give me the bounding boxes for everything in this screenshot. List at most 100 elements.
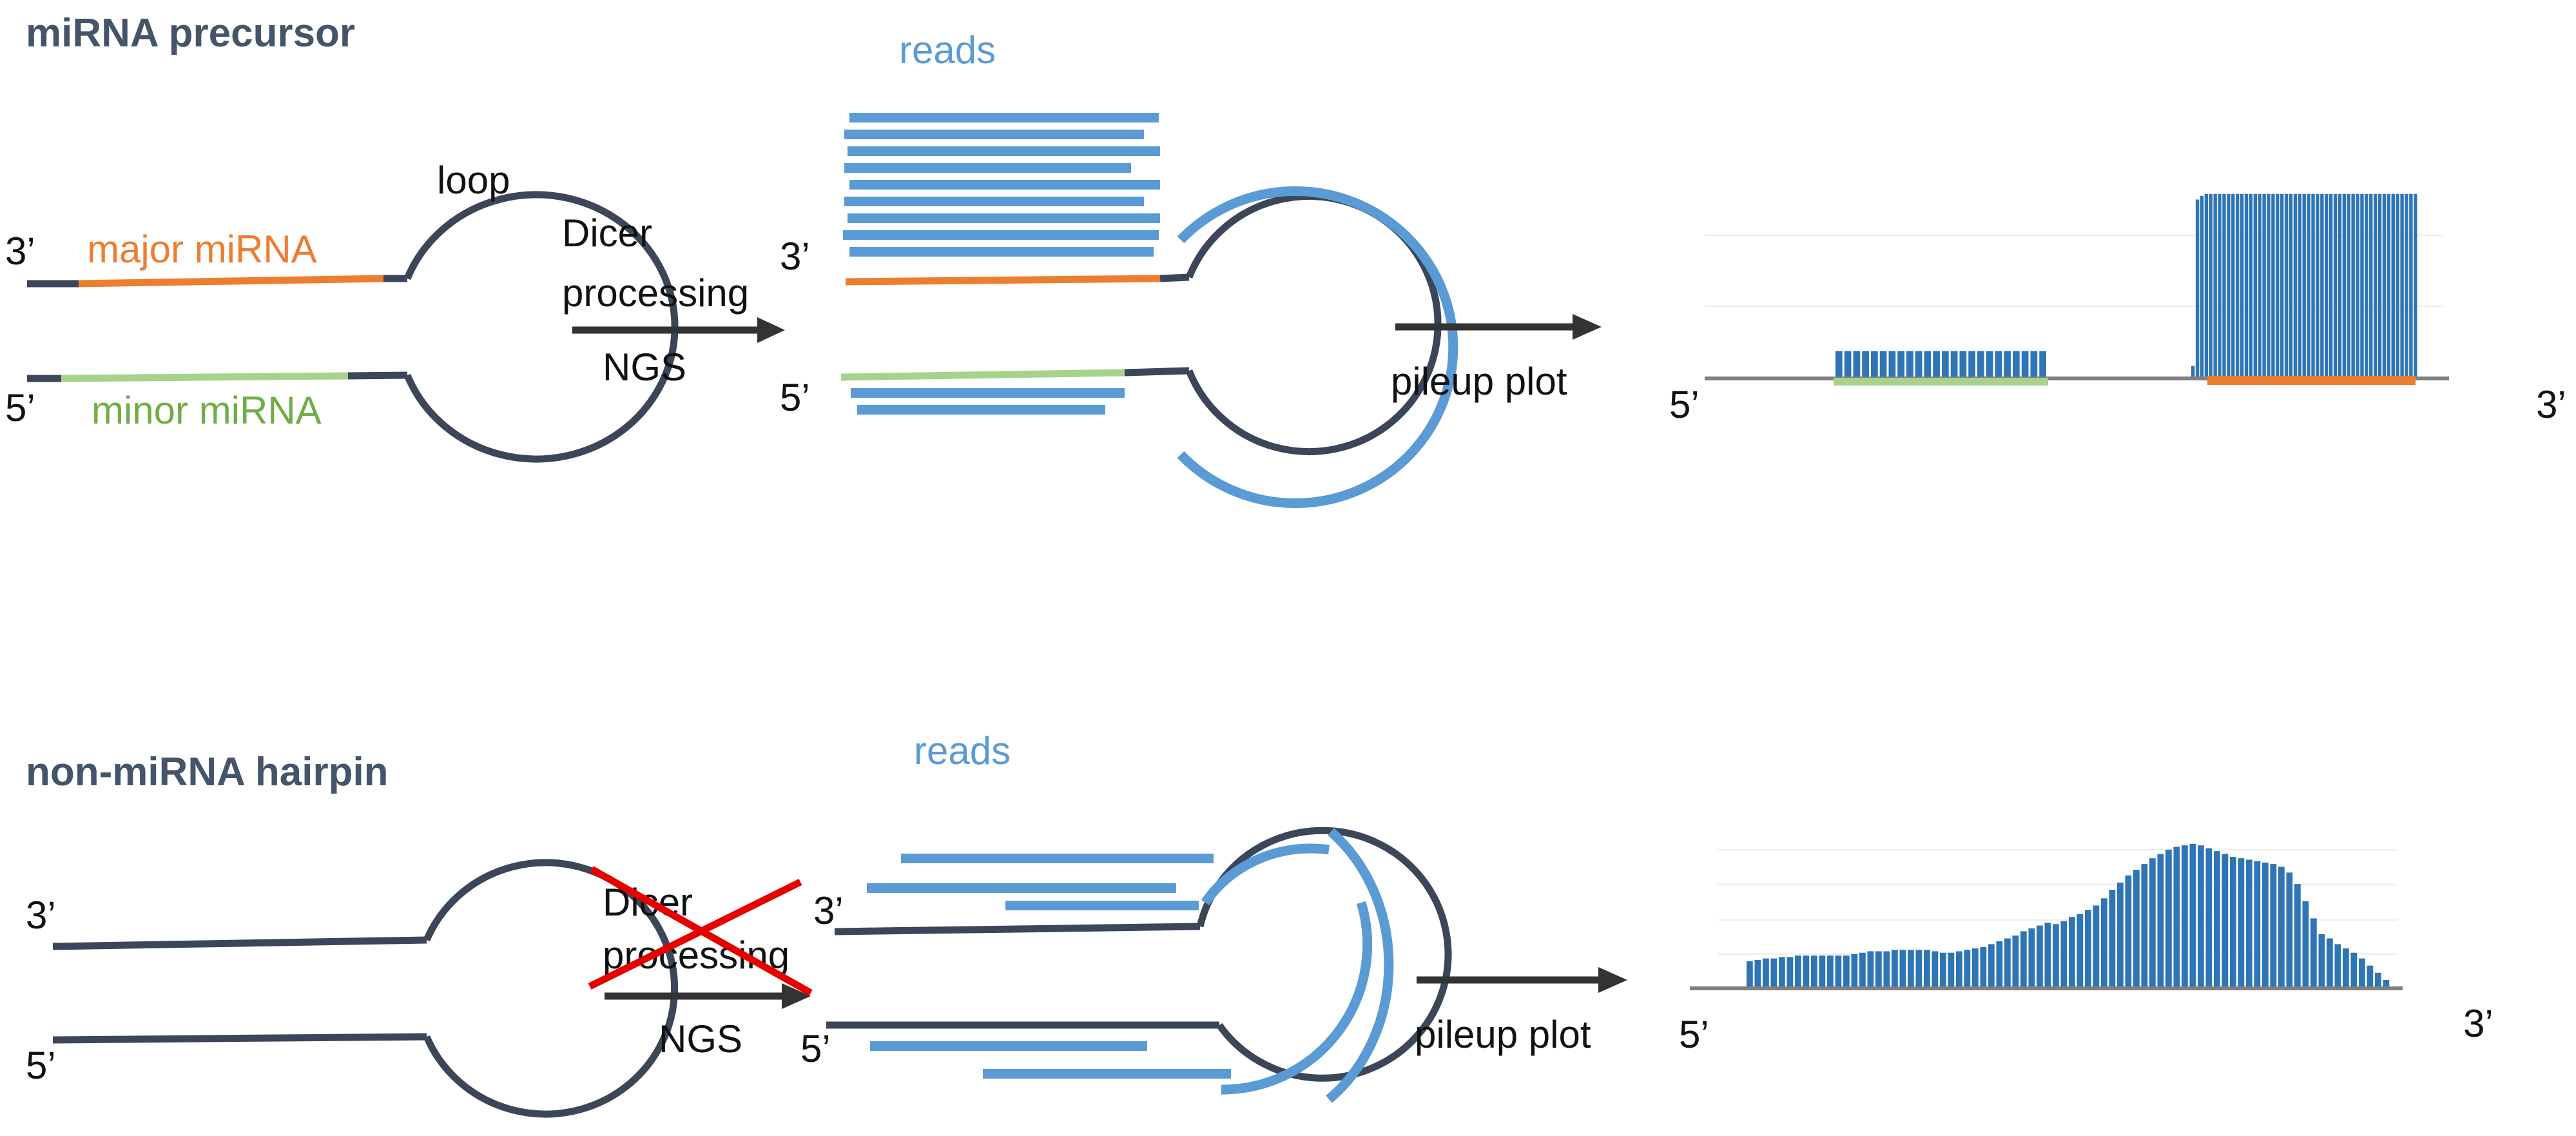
bottom-pileup-bar: [2117, 882, 2124, 987]
bottom-pileup-bar: [1964, 950, 1971, 987]
bottom-pileup-3prime-label: 3’: [2463, 1002, 2494, 1045]
top-pileup-major-bar: [2253, 193, 2258, 377]
read: [844, 130, 1144, 139]
top-minor-mirna-label: minor miRNA: [92, 389, 322, 432]
bottom-pileup-bar: [1972, 948, 1979, 987]
bottom-pileup-bar: [2375, 972, 2381, 987]
top-pileup-major-bar: [2209, 193, 2213, 377]
bottom-pileup-bar: [2222, 854, 2229, 987]
top-upper-reads: [843, 113, 1160, 257]
bottom-pileup-bar: [2077, 914, 2084, 987]
top-pileup-major-bar: [2262, 193, 2266, 377]
bottom-pileup-bar: [1779, 957, 1785, 987]
bottom-pileup-bar: [1875, 951, 1882, 987]
top-pileup-minor-bar: [1995, 351, 2002, 377]
bottom-pileup-bar: [1835, 955, 1842, 987]
read: [844, 197, 1144, 206]
top-pileup-minor-bar: [1959, 351, 1967, 377]
bottom-pileup-bar: [2286, 872, 2293, 987]
top-pileup-plot: [1705, 193, 2449, 386]
bottom-strand-3prime: [52, 936, 427, 950]
top-pileup-minor-bar: [1968, 351, 1975, 377]
read: [847, 146, 1160, 156]
bottom-pileup-bar: [2173, 847, 2180, 987]
top-reads-strand-bottom: [1124, 367, 1190, 377]
bottom-pileup-bar: [1883, 951, 1890, 987]
top-pileup-major-bar: [2200, 195, 2204, 377]
top-pileup-major-bar: [2244, 193, 2249, 377]
bottom-pileup-bar: [1763, 958, 1769, 987]
top-pileup-major-bar: [2391, 193, 2395, 377]
bottom-pileup-bar: [2246, 859, 2252, 987]
top-pileup-major-bar: [2307, 193, 2310, 377]
top-pileup-major-bar: [2311, 193, 2315, 377]
bottom-pileup-bar: [2149, 858, 2156, 987]
bottom-pileup-plot: [1690, 844, 2403, 990]
top-pileup-major-bar: [2360, 193, 2364, 377]
bottom-pileup-bar: [1811, 955, 1817, 987]
top-pileup-minor-bar: [1942, 351, 1949, 377]
bottom-pileup-bar: [2198, 845, 2204, 987]
top-pileup-minor-bar: [1906, 351, 1913, 377]
bottom-pileup-bar: [1932, 951, 1939, 987]
bottom-upper-reads: [867, 854, 1214, 910]
bottom-dicer-arrow-head: [782, 983, 811, 1009]
bottom-pileup-bar: [2205, 848, 2213, 987]
bottom-loop-read-arc-lower: [1221, 901, 1373, 1095]
bottom-pileup-bar: [2302, 901, 2309, 987]
top-pileup-3prime-label: 3’: [2536, 383, 2566, 426]
top-pileup-major-bar: [2280, 193, 2284, 377]
top-pileup-major-bar: [2320, 193, 2324, 377]
bottom-pileup-bar: [1843, 955, 1850, 987]
bottom-pileup-bar: [1867, 951, 1874, 987]
top-dicer-label: Dicer: [562, 211, 652, 255]
bottom-cross-line-2: [588, 879, 802, 990]
bottom-pileup-bar: [1908, 950, 1914, 987]
bottom-5prime-label: 5’: [26, 1044, 56, 1087]
top-minor-mirna-segment: [61, 372, 349, 382]
bottom-pileup-bar: [2109, 890, 2116, 987]
top-pileup-major-bar: [2325, 193, 2329, 377]
read: [1005, 901, 1199, 910]
bottom-pileup-bar: [2012, 935, 2019, 987]
top-pileup-major-bar: [2227, 193, 2231, 377]
top-pileup-minor-bar: [2004, 351, 2011, 377]
top-pileup-major-bar: [2298, 193, 2302, 377]
top-pileup-minor-bar: [1915, 351, 1922, 377]
top-pileup-minor-bar: [2021, 351, 2029, 377]
bottom-panel: non-miRNA hairpin 3’ 5’ Dicer processing…: [26, 729, 2494, 1118]
top-pileup-minor-bar: [1950, 351, 1958, 377]
read: [844, 163, 1131, 173]
top-pileup-major-bar: [2400, 193, 2404, 377]
top-pileup-minor-bar: [1977, 351, 1984, 377]
read: [843, 230, 1159, 240]
top-pileup-major-bar: [2204, 193, 2209, 377]
bottom-pileup-bar: [2020, 931, 2027, 987]
bottom-pileup-bar: [2060, 921, 2068, 987]
bottom-hairpin-loop: [423, 859, 679, 1118]
top-pileup-arrow-head: [1573, 314, 1602, 340]
bottom-pileup-bar: [1892, 950, 1898, 987]
top-pileup-major-bar: [2356, 193, 2359, 377]
top-pileup-major-bar: [2236, 193, 2240, 377]
top-pileup-major-bar: [2351, 193, 2355, 377]
top-pileup-major-bar: [2387, 193, 2391, 377]
bottom-pileup-bar: [2069, 917, 2075, 987]
top-pileup-minor-bar: [1862, 351, 1869, 377]
bottom-loop-read-arc-upper: [1201, 843, 1330, 906]
read: [870, 1041, 1147, 1051]
bottom-pileup-bar: [2004, 938, 2011, 987]
top-pileup-minor-bar: [2039, 351, 2046, 377]
read: [901, 854, 1214, 863]
top-pileup-major-bar: [2347, 193, 2350, 377]
read: [849, 247, 1154, 257]
bottom-reads-5prime-label: 5’: [800, 1027, 831, 1070]
bottom-pileup-arrow-head: [1598, 967, 1627, 993]
bottom-pileup-bar: [2037, 925, 2043, 987]
bottom-pileup-bar: [1956, 951, 1962, 987]
bottom-pileup-bar: [1940, 952, 1946, 987]
bottom-strand-5prime: [52, 1033, 427, 1044]
bottom-pileup-bar: [2044, 923, 2051, 987]
